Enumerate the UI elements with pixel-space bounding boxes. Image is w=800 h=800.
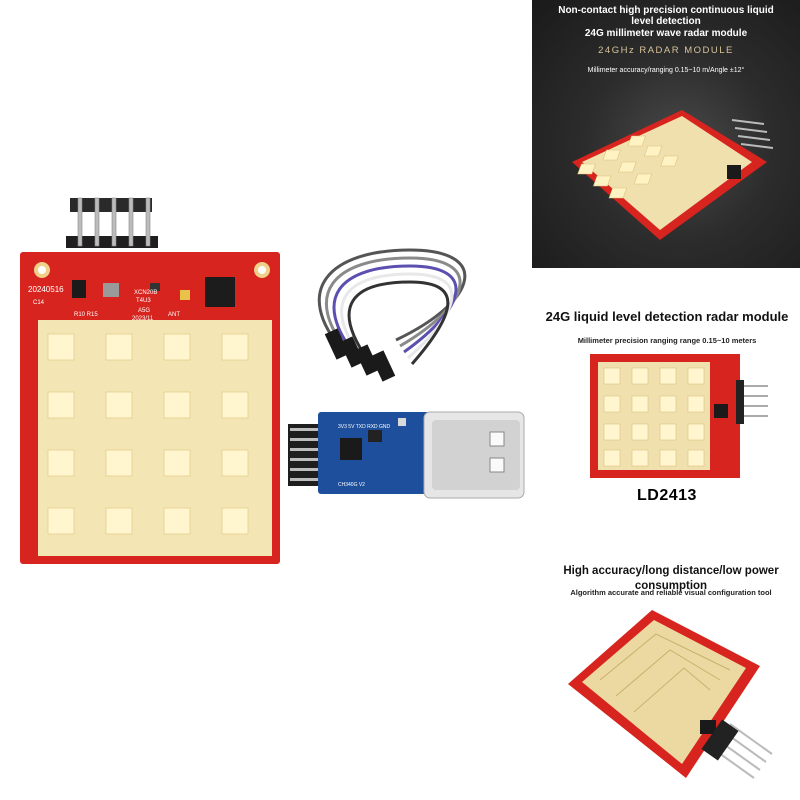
pcb-date-text: 20240516	[28, 285, 64, 294]
pcb-chip-line1: XCN20B	[134, 290, 157, 296]
cable-connectors	[324, 328, 396, 382]
top-title-line3: 24G millimeter wave radar module	[584, 28, 748, 39]
usb-chip-label: CH340G V2	[338, 482, 365, 488]
pcb-r-text: R10 R15	[74, 312, 98, 318]
antenna-patch-array	[47, 333, 249, 535]
radar-board: 20240516 C14 R10 R15 XCN20B T4U3 A5G 202…	[20, 252, 280, 564]
bottom-panel-subtitle: Algorithm accurate and reliable visual c…	[570, 588, 772, 597]
pcb-ant-text: ANT	[168, 312, 180, 318]
mid-board-illustration	[590, 354, 768, 478]
mid-panel-subtitle: Millimeter precision ranging range 0.15~…	[577, 336, 757, 345]
jumper-cable	[317, 248, 467, 365]
top-subtitle: 24GHz RADAR MODULE	[598, 45, 734, 56]
top-title-line2: level detection	[631, 16, 701, 27]
bottom-board-illustration	[568, 610, 773, 779]
model-number: LD2413	[637, 487, 697, 504]
top-board-illustration	[572, 110, 774, 240]
mid-panel-title: 24G liquid level detection radar module	[545, 309, 789, 324]
pcb-a5g-text: A5G	[138, 308, 150, 314]
pcb-year-text: 2023/11	[132, 316, 154, 322]
usb-pin-labels: 3V3 5V TXD RXD GND	[338, 424, 391, 430]
pcb-c14-text: C14	[33, 300, 45, 306]
top-feature-panel: Non-contact high precision continuous li…	[532, 0, 800, 268]
main-product-illustration: 20240516 C14 R10 R15 XCN20B T4U3 A5G 202…	[20, 197, 525, 564]
usb-ttl-adapter: 3V3 5V TXD RXD GND CH340G V2	[288, 411, 525, 499]
top-title-line1: Non-contact high precision continuous li…	[558, 5, 774, 16]
bottom-panel-title: High accuracy/long distance/low power co…	[563, 565, 779, 592]
top-spec: Millimeter accuracy/ranging 0.15~10 m/An…	[587, 67, 745, 74]
pcb-chip-line2: T4U3	[136, 298, 151, 304]
pin-header	[66, 197, 158, 248]
